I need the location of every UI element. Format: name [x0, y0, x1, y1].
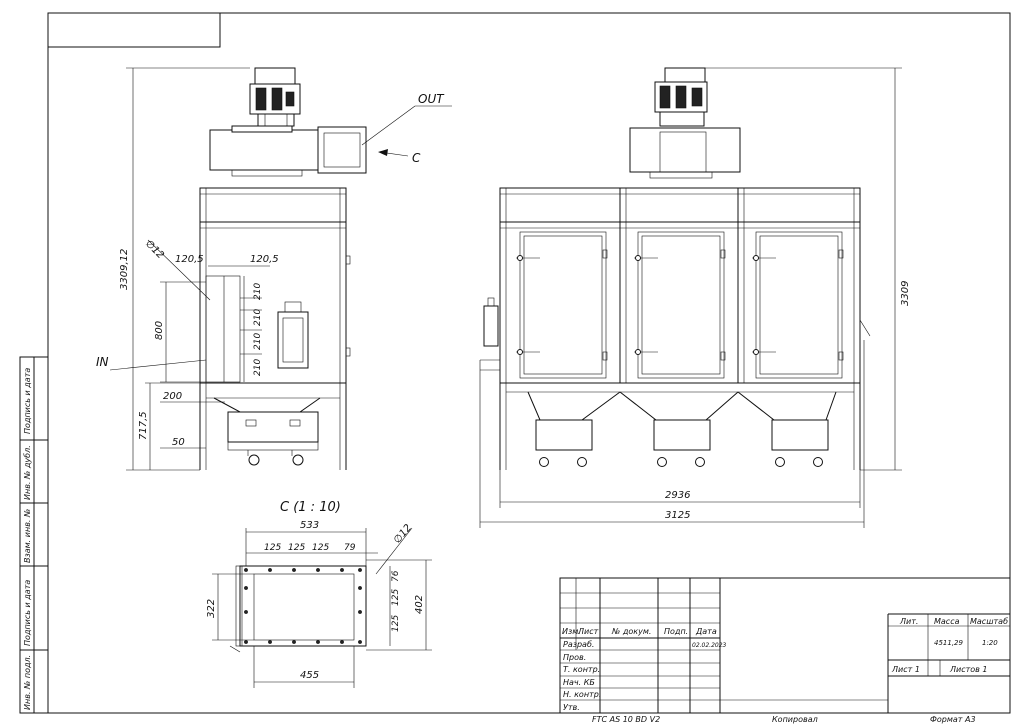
front-bins — [535, 419, 829, 467]
hopper-2 — [619, 391, 739, 421]
tb-lit: Лит. — [899, 617, 918, 626]
front-motor — [654, 67, 708, 127]
stamp-inv-podl: Инв. № подл. — [23, 655, 32, 710]
detail-c-view: C (1 : 10) 533 125 12 — [206, 500, 432, 688]
tb-col-date: Дата — [695, 627, 717, 636]
tb-row-prov: Пров. — [563, 653, 586, 662]
tb-row-utv: Утв. — [563, 703, 580, 712]
door-3 — [755, 231, 843, 379]
door-2 — [637, 231, 725, 379]
tb-row-nkontr: Н. контр. — [563, 690, 601, 699]
tb-date: 02.02.2023 — [692, 642, 727, 649]
front-view-dimensions: 3309 2936 3125 — [479, 67, 911, 528]
tb-mass: Масса — [934, 617, 960, 626]
tb-row-razrab: Разраб. — [563, 640, 594, 649]
tb-doc-code: FTC AS 10 BD V2 — [592, 715, 660, 724]
hopper-side — [213, 397, 321, 413]
label-out: OUT — [418, 92, 445, 106]
dim-c-125-v1: 125 — [391, 589, 401, 606]
dim-210-3: 210 — [253, 333, 263, 350]
dim-210-4: 210 — [253, 359, 263, 376]
tb-scale-value: 1:20 — [982, 639, 998, 647]
stamp-vzam-inv: Взам. инв. № — [23, 509, 32, 563]
door-handles — [516, 249, 844, 361]
filter-cartridge — [277, 301, 309, 369]
label-in: IN — [96, 355, 109, 369]
tb-col-izm: Изм. — [562, 627, 581, 636]
top-left-box — [47, 12, 221, 48]
side-cylinder — [483, 305, 499, 347]
front-view — [480, 67, 871, 470]
booth-body-side — [199, 187, 347, 384]
dim-c-455: 455 — [300, 670, 319, 681]
stamp-signature-date-1: Подпись и дата — [23, 368, 32, 434]
bolt-holes — [244, 568, 362, 644]
tb-col-doc: № докум. — [611, 627, 651, 636]
dim-c-79: 79 — [344, 543, 356, 553]
stamp-signature-date-2: Подпись и дата — [23, 580, 32, 646]
dim-c-322: 322 — [206, 599, 217, 618]
dim-3125: 3125 — [665, 510, 690, 521]
dim-c-533: 533 — [300, 520, 319, 531]
binding-strip: Подпись и дата Инв. № дубл. Взам. инв. №… — [19, 356, 49, 714]
dim-210-1: 210 — [253, 283, 263, 300]
inlet-opening — [205, 275, 241, 383]
dim-c-125-3: 125 — [312, 543, 329, 553]
tb-copied: Копировал — [772, 715, 818, 724]
dim-total-height-left: 3309,12 — [119, 249, 130, 290]
dim-50: 50 — [172, 437, 185, 448]
tb-col-list: Лист — [577, 627, 599, 636]
booth-body-front — [499, 187, 861, 384]
dim-717: 717,5 — [138, 411, 149, 440]
tb-scale: Масштаб — [970, 617, 1008, 626]
flange-inner — [253, 573, 355, 641]
dim-total-height-right: 3309 — [900, 281, 911, 306]
tb-row-nachkb: Нач. КБ — [563, 678, 595, 687]
tb-row-tkontr: Т. контр. — [563, 665, 600, 674]
view-c-title: C (1 : 10) — [280, 500, 341, 515]
fan-housing — [209, 129, 319, 171]
tb-sheet: Лист 1 — [891, 665, 920, 674]
hopper-3 — [737, 391, 837, 421]
tb-sheets: Листов 1 — [949, 665, 988, 674]
tb-col-sign: Подп. — [664, 627, 688, 636]
side-view — [199, 67, 367, 470]
out-flange — [317, 126, 367, 174]
dim-c-402: 402 — [414, 595, 425, 614]
flange-outer — [239, 565, 367, 647]
dim-120-right: 120,5 — [250, 254, 279, 265]
label-c-arrow: C — [412, 151, 421, 165]
tb-mass-value: 4511,29 — [934, 639, 963, 647]
dim-120-left: 120,5 — [175, 254, 204, 265]
dim-200: 200 — [163, 391, 182, 402]
door-1 — [519, 231, 607, 379]
title-block: Изм. Лист № докум. Подп. Дата Разраб. Пр… — [559, 577, 1011, 714]
dim-diameter-left: ∅12 — [143, 238, 166, 261]
dim-c-125-v2: 125 — [391, 615, 401, 632]
motor — [249, 67, 301, 127]
collection-bin-side — [227, 411, 319, 443]
front-fan-housing — [629, 127, 741, 173]
hopper-1 — [527, 391, 621, 421]
dim-c-125-2: 125 — [288, 543, 305, 553]
stamp-inv-dubl: Инв. № дубл. — [23, 445, 32, 500]
dim-2936: 2936 — [665, 490, 690, 501]
tb-format: Формат А3 — [930, 715, 976, 724]
dim-210-2: 210 — [253, 309, 263, 326]
dim-c-125-1: 125 — [264, 543, 281, 553]
dim-c-diameter: ∅12 — [392, 522, 414, 545]
dim-800: 800 — [154, 321, 165, 340]
dim-c-76: 76 — [391, 570, 401, 582]
